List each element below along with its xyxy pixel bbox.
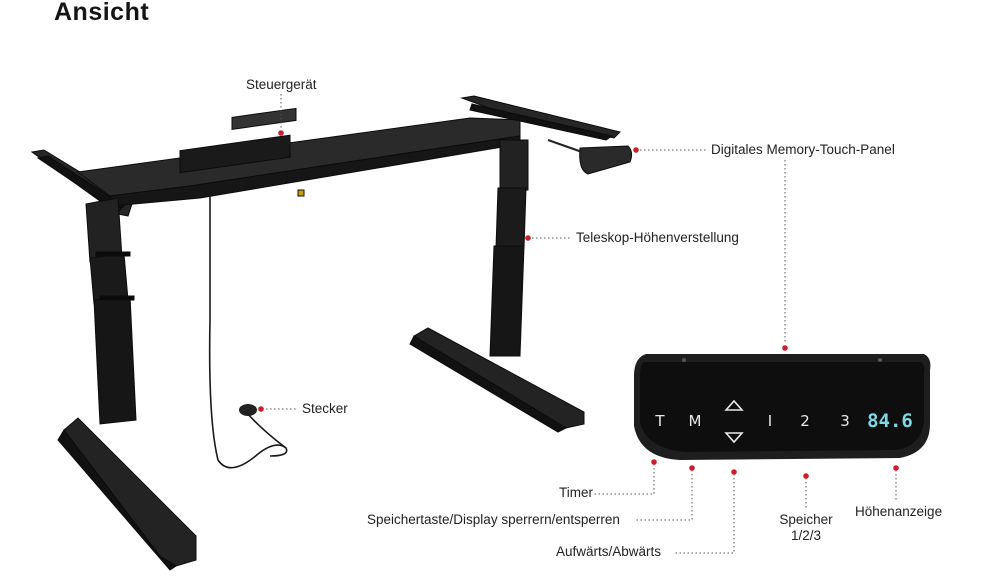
callout-lines <box>266 94 897 554</box>
key-memory-2: 2 <box>800 412 810 430</box>
label-teleskop: Teleskop-Höhenverstellung <box>576 230 739 245</box>
power-cable <box>208 196 288 469</box>
arrow-up-icon <box>724 399 744 411</box>
label-timer: Timer <box>559 485 593 500</box>
label-steuergeraet: Steuergerät <box>246 77 317 92</box>
label-speicher: Speicher 1/2/3 <box>772 512 840 544</box>
label-stecker: Stecker <box>302 401 348 416</box>
label-speichertaste: Speichertaste/Display sperrern/entsperre… <box>367 512 620 527</box>
right-leg-mid <box>495 187 527 249</box>
marker-hoehenanzeige <box>893 465 899 471</box>
key-memory-3: 3 <box>840 412 850 430</box>
label-speicher-line2: 1/2/3 <box>790 528 822 543</box>
key-memory-1: I <box>768 412 772 430</box>
crossbar <box>76 117 521 197</box>
label-aufwaerts: Aufwärts/Abwärts <box>556 544 662 559</box>
plug <box>239 404 257 416</box>
marker-speicher <box>803 473 809 479</box>
key-timer: T <box>654 412 665 430</box>
desk-frame <box>30 95 633 571</box>
touch-panel-small <box>579 145 633 175</box>
arrow-down-icon <box>724 432 744 444</box>
label-speicher-line1: Speicher <box>779 512 833 527</box>
left-leg-lower <box>93 295 137 425</box>
right-leg-lower <box>489 245 525 357</box>
label-hoehenanzeige: Höhenanzeige <box>855 504 943 519</box>
left-foot <box>63 417 197 567</box>
callout-markers <box>258 130 899 479</box>
marker-teleskop <box>525 235 531 241</box>
marker-aufwaerts <box>731 469 737 475</box>
key-memory: M <box>689 412 702 430</box>
label-touch-panel: Digitales Memory-Touch-Panel <box>711 142 895 157</box>
marker-touch-panel <box>633 147 639 153</box>
height-display: 84.6 <box>867 410 913 432</box>
touch-panel-large: T M I 2 3 84.6 <box>634 354 931 460</box>
marker-stecker <box>258 406 264 412</box>
right-leg-upper <box>499 139 529 191</box>
control-box <box>179 134 291 174</box>
marker-panel-top <box>782 345 788 351</box>
marker-steuergeraet <box>278 130 284 136</box>
marker-speichertaste <box>689 465 695 471</box>
page-title: Ansicht <box>54 0 150 26</box>
marker-timer <box>651 459 657 465</box>
